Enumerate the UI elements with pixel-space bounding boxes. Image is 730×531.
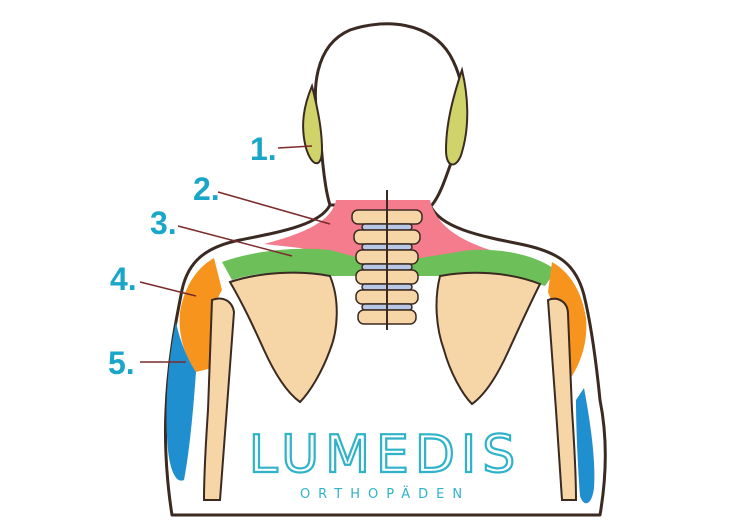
leader-line-1 (277, 145, 313, 149)
humerus-bones (202, 297, 578, 501)
label-2: 2. (193, 171, 220, 207)
zone-1-ear-region (302, 66, 469, 166)
leader-line-4 (139, 281, 197, 297)
leader-lines (139, 145, 331, 363)
label-5: 5. (108, 345, 135, 381)
label-1: 1. (250, 131, 277, 167)
logo-wordmark: LUMEDIS (249, 425, 522, 485)
logo-tagline: ORTHOPÄDEN (300, 486, 470, 502)
label-4: 4. (110, 261, 137, 297)
cervical-spine (351, 190, 423, 330)
label-3: 3. (150, 205, 177, 241)
leader-line-3 (177, 225, 293, 257)
leader-line-2 (217, 191, 331, 225)
scapula-bones (228, 271, 542, 406)
